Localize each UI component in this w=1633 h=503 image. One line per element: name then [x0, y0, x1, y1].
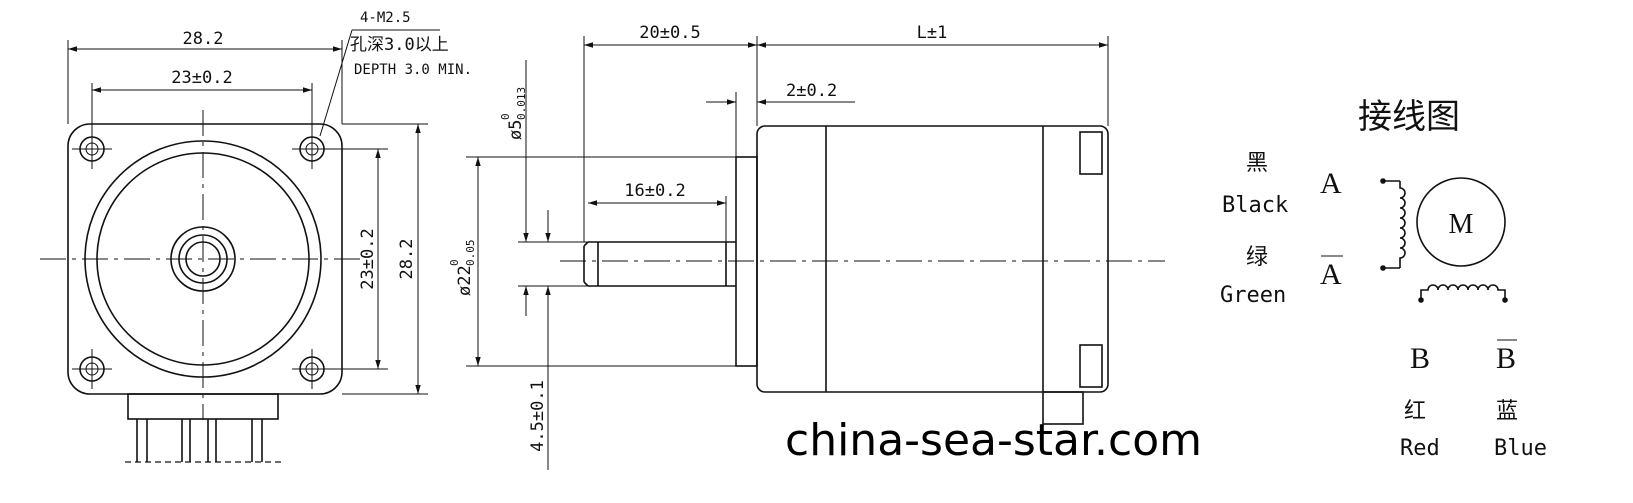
shaft	[583, 241, 736, 287]
dim-boss-dia: ø22	[455, 265, 475, 296]
front-view: 28.2 23±0.2 4-M2.5 孔深3.0以上 DEPTH 3.0 MIN…	[40, 10, 472, 463]
green-cn-label: 绿	[1246, 244, 1268, 269]
dim-shaft-dia-lower: 0.013	[515, 87, 528, 120]
phase-b-bar-label: B	[1496, 342, 1516, 375]
dim-shaft-length: 20±0.5	[639, 23, 700, 43]
motor-body-side	[756, 125, 1109, 393]
dim-flat-length: 16±0.2	[624, 181, 685, 201]
phase-a-bar-label: A	[1320, 258, 1342, 291]
dim-hole-pitch-v: 23±0.2	[358, 228, 378, 289]
phase-b-label: B	[1410, 342, 1430, 375]
dim-flange-height: 28.2	[397, 239, 417, 280]
black-en-label: Black	[1222, 193, 1288, 218]
dim-flange-width: 28.2	[183, 29, 224, 49]
wire-exit	[1042, 391, 1084, 425]
dim-flat-depth: 4.5±0.1	[528, 380, 548, 452]
watermark: china-sea-star.com	[785, 415, 1202, 466]
motor-symbol	[1416, 177, 1506, 267]
red-en-label: Red	[1400, 436, 1440, 461]
wiring-diagram: 接线图 黑 Black 绿 Green A A M B B 红 Red 蓝	[1220, 98, 1547, 461]
phase-a-label: A	[1320, 167, 1342, 200]
blue-en-label: Blue	[1494, 436, 1547, 461]
dim-shaft-dia-upper: 0	[499, 113, 512, 120]
dim-boss-dia-upper: 0	[448, 259, 461, 266]
dim-boss-length: 2±0.2	[786, 81, 837, 101]
coil-a	[1380, 178, 1406, 271]
dim-body-length: L±1	[917, 23, 948, 43]
blue-cn-label: 蓝	[1496, 398, 1518, 423]
dim-hole-pitch-h: 23±0.2	[171, 68, 232, 88]
motor-label: M	[1449, 209, 1474, 240]
green-en-label: Green	[1220, 283, 1286, 308]
dim-shaft-dia: ø5	[506, 120, 526, 140]
hole-depth-en-label: DEPTH 3.0 MIN.	[354, 62, 472, 78]
connector	[127, 393, 279, 462]
black-cn-label: 黑	[1246, 150, 1268, 175]
red-cn-label: 红	[1404, 398, 1426, 423]
wiring-title: 接线图	[1358, 98, 1460, 136]
hole-depth-cn-label: 孔深3.0以上	[350, 35, 449, 55]
body-tabs	[1079, 131, 1103, 388]
dim-boss-dia-lower: 0.05	[464, 240, 477, 267]
coil-b	[1418, 284, 1508, 303]
hole-spec-label: 4-M2.5	[360, 10, 411, 26]
side-view: 20±0.5 L±1 2±0.2 16±0.2 ø5 0 0.013 ø22	[448, 23, 1165, 470]
